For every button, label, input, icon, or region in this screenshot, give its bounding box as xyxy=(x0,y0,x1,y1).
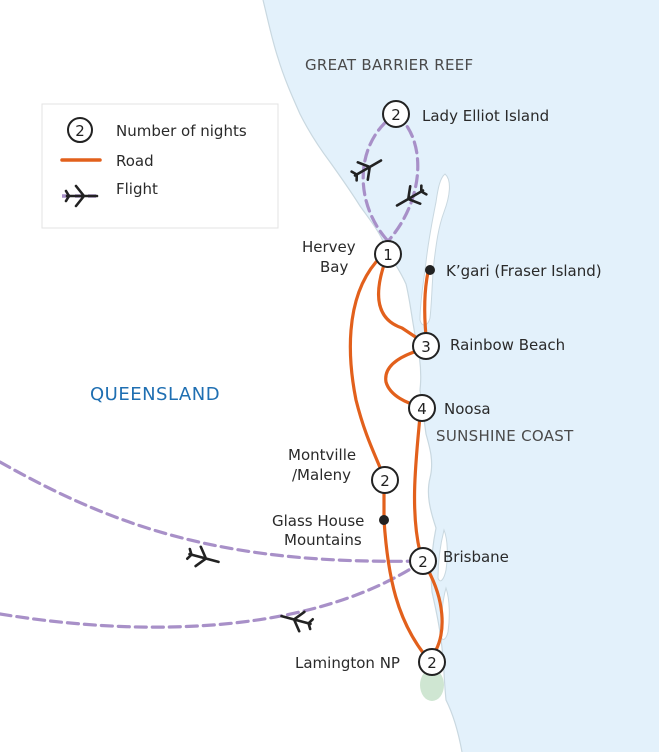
stop-montville: 2 Montville /Maleny xyxy=(288,446,399,494)
place-name: Rainbow Beach xyxy=(450,336,565,354)
stop-kgari: K’gari (Fraser Island) xyxy=(425,262,602,280)
legend-road: Road xyxy=(60,152,154,170)
legend-flight: Flight xyxy=(62,180,158,208)
road-hervey-loop xyxy=(376,266,422,342)
road-kgari xyxy=(423,270,430,338)
plane-icon xyxy=(395,184,428,207)
plane-icon xyxy=(280,610,315,633)
plane-icon xyxy=(350,159,383,182)
road-noosa-brisbane xyxy=(412,414,422,554)
stop-rainbow-beach: 3 Rainbow Beach xyxy=(412,332,565,360)
legend-road-label: Road xyxy=(116,152,154,170)
flight-path-lady-elliot-return xyxy=(387,112,420,242)
place-name-line2: Bay xyxy=(320,258,348,276)
nights-count: 2 xyxy=(391,106,401,124)
legend-nights: 2 Number of nights xyxy=(67,117,247,143)
plane-icon xyxy=(185,545,220,568)
road-montville-lamington xyxy=(382,492,426,656)
road-hervey-west xyxy=(348,260,386,480)
place-name-line1: Montville xyxy=(288,446,356,464)
coastline xyxy=(262,0,463,752)
map-legend: 2 Number of nights Road Flight xyxy=(41,103,279,229)
place-name: Lady Elliot Island xyxy=(422,107,549,125)
nights-count: 2 xyxy=(418,553,428,571)
state-region-label: QUEENSLAND xyxy=(90,384,220,405)
place-name-line2: Mountains xyxy=(284,531,362,549)
place-name: K’gari (Fraser Island) xyxy=(446,262,602,280)
place-name: Lamington NP xyxy=(295,654,400,672)
road-brisbane-lamington xyxy=(426,568,444,652)
stop-hervey-bay: 1 Hervey Bay xyxy=(302,238,402,276)
stop-lady-elliot: 2 Lady Elliot Island xyxy=(382,100,549,128)
legend-nights-label: Number of nights xyxy=(116,122,247,140)
place-name-line2: /Maleny xyxy=(292,466,351,484)
nights-count: 2 xyxy=(427,654,437,672)
place-name: Brisbane xyxy=(443,548,509,566)
plane-icon xyxy=(64,184,99,208)
nights-count: 3 xyxy=(421,338,431,356)
road-routes xyxy=(348,260,444,656)
flight-path-international-lower xyxy=(0,559,425,629)
flight-path-international-upper xyxy=(0,460,425,563)
place-name-line1: Hervey xyxy=(302,238,356,256)
nights-count: 2 xyxy=(380,472,390,490)
sea-area xyxy=(263,0,659,752)
nights-count: 4 xyxy=(417,400,427,418)
stop-brisbane: 2 Brisbane xyxy=(409,547,509,575)
place-name-line1: Glass House xyxy=(272,512,364,530)
stop-glass-house: Glass House Mountains xyxy=(272,512,389,549)
legend-flight-label: Flight xyxy=(116,180,158,198)
moreton-island xyxy=(437,528,448,582)
stop-lamington: 2 Lamington NP xyxy=(295,648,446,676)
legend-nights-sample: 2 xyxy=(75,122,85,140)
road-rainbow-noosa xyxy=(384,350,422,408)
nights-count: 1 xyxy=(383,246,393,264)
stop-noosa: 4 Noosa xyxy=(408,394,491,422)
coast-region-label: SUNSHINE COAST xyxy=(436,427,574,445)
sea-region-label: GREAT BARRIER REEF xyxy=(305,56,473,74)
lamington-park xyxy=(420,669,444,701)
place-name: Noosa xyxy=(444,400,491,418)
